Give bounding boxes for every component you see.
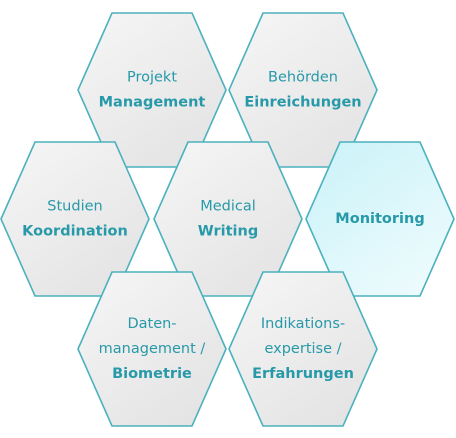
hexagon-shape xyxy=(305,141,455,297)
hexagon-label-line: Management xyxy=(99,95,206,111)
hexagon-label-line: Projekt xyxy=(127,70,177,86)
hexagon-label-line: Behörden xyxy=(268,70,338,86)
hexagon-label-line: Biometrie xyxy=(112,366,192,382)
hexagon-indikationsexpertise-erfahrungen[interactable]: Indikations-expertise / Erfahrungen xyxy=(228,271,378,427)
hexagon-label-line: Koordination xyxy=(22,224,128,240)
hexagon-label-line: Einreichungen xyxy=(244,95,361,111)
hexagon-label-line: Daten- xyxy=(127,316,176,332)
hexagon-label-line: Monitoring xyxy=(335,211,424,227)
hexagon-label-line: Indikations- xyxy=(261,316,345,332)
hexagon-label-line: Writing xyxy=(198,224,258,240)
hexagon-label-line: expertise / xyxy=(264,341,341,357)
hexagon-label-line: Studien xyxy=(47,199,102,215)
hexagon-label-line: Medical xyxy=(200,199,256,215)
hexagon-monitoring[interactable]: Monitoring xyxy=(305,141,455,297)
hexagon-label-line: management / xyxy=(99,341,206,357)
hexagon-shape xyxy=(77,271,227,427)
hexagon-label-line: Erfahrungen xyxy=(252,366,354,382)
hexagon-shape xyxy=(228,271,378,427)
hexagon-datenmanagement-biometrie[interactable]: Daten-management / Biometrie xyxy=(77,271,227,427)
